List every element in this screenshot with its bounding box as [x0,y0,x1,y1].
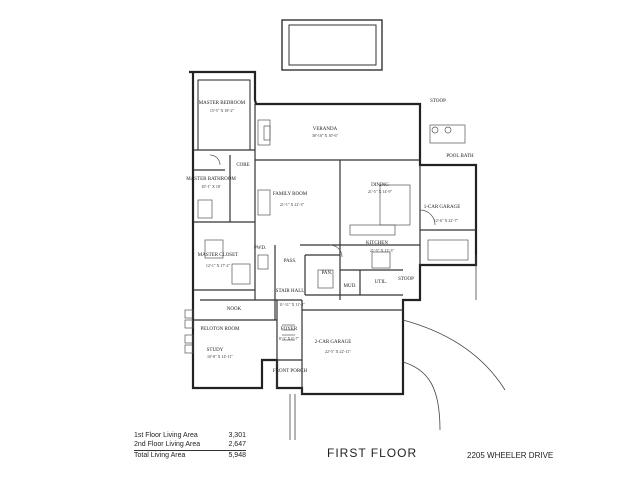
room-master-bathroom-dims: 10'-1" X 18' [201,184,221,189]
exterior-walls [189,70,478,396]
room-two-car-garage: 2-CAR GARAGE [315,340,352,345]
living-area-row-second: 2nd Floor Living Area 2,647 [134,440,246,449]
room-master-bedroom-dims: 15'-5" X 18'-2" [210,108,235,113]
living-area-total-value: 5,948 [228,452,246,459]
room-family-room-dims: 21'-1" X 22'-3" [280,202,305,207]
room-study-dims: 10'-8" X 14'-11" [207,354,233,359]
room-master-closet-dims: 12'-1" X 17'-2" [206,263,231,268]
living-area-table: 1st Floor Living Area 3,301 2nd Floor Li… [134,431,246,460]
pool [281,19,383,71]
room-core: CORE [236,163,249,168]
room-family-room: FAMILY ROOM [273,192,308,197]
room-master-bathroom: MASTER BATHROOM [186,177,236,182]
interior-walls [193,104,476,394]
room-two-car-garage-dims: 22'-5" X 22'-11" [325,349,351,354]
room-peloton-room: PELOTON ROOM [201,327,240,332]
room-study: STUDY [207,348,224,353]
room-pan: PAN. [322,271,333,276]
room-pwd: PWD. [254,246,266,251]
room-pass: PASS. [284,259,297,264]
room-pool-bath: POOL BATH [446,154,474,159]
room-dining-dims: 21'-5" X 14'-9" [368,189,393,194]
room-foyer: FOYER [281,327,298,332]
room-master-bedroom: MASTER BEDROOM [199,101,246,106]
living-area-row-first: 1st Floor Living Area 3,301 [134,431,246,440]
living-area-label: 2nd Floor Living Area [134,441,201,448]
living-area-total-label: Total Living Area [134,452,186,459]
room-util: UTIL. [375,280,388,285]
room-foyer-dims: 8'-3" X 6'-7" [279,336,300,341]
living-area-row-total: Total Living Area 5,948 [134,450,246,460]
room-one-car-garage-dims: 12'-6" X 22'-7" [434,218,459,223]
room-nook: NOOK [227,307,242,312]
room-stoop-top: STOOP [430,99,446,104]
room-stair-hall-dims: 11'-11" X 11'-3" [279,302,305,307]
room-mud: MUD. [344,284,357,289]
room-master-closet: MASTER CLOSET [198,253,238,258]
driveway [289,255,506,440]
room-kitchen-dims: 21'-5" X 12'-3" [370,248,395,253]
room-stair-hall: STAIR HALL [276,289,305,294]
room-one-car-garage: 1-CAR GARAGE [424,205,461,210]
living-area-value: 2,647 [228,441,246,448]
room-veranda: VERANDA [313,127,338,132]
room-front-porch: FRONT PORCH [273,369,308,374]
address-label: 2205 WHEELER DRIVE [467,451,554,460]
living-area-value: 3,301 [228,432,246,439]
room-dining: DINING [371,183,389,188]
room-veranda-dims: 38'-10" X 10'-6" [312,133,339,138]
floor-title: FIRST FLOOR [327,446,418,460]
room-kitchen: KITCHEN [366,241,388,246]
living-area-label: 1st Floor Living Area [134,432,198,439]
room-labels: MASTER BEDROOM 15'-5" X 18'-2" VERANDA 3… [186,99,474,374]
room-stoop-side: STOOP [398,277,414,282]
fixtures [184,119,469,354]
